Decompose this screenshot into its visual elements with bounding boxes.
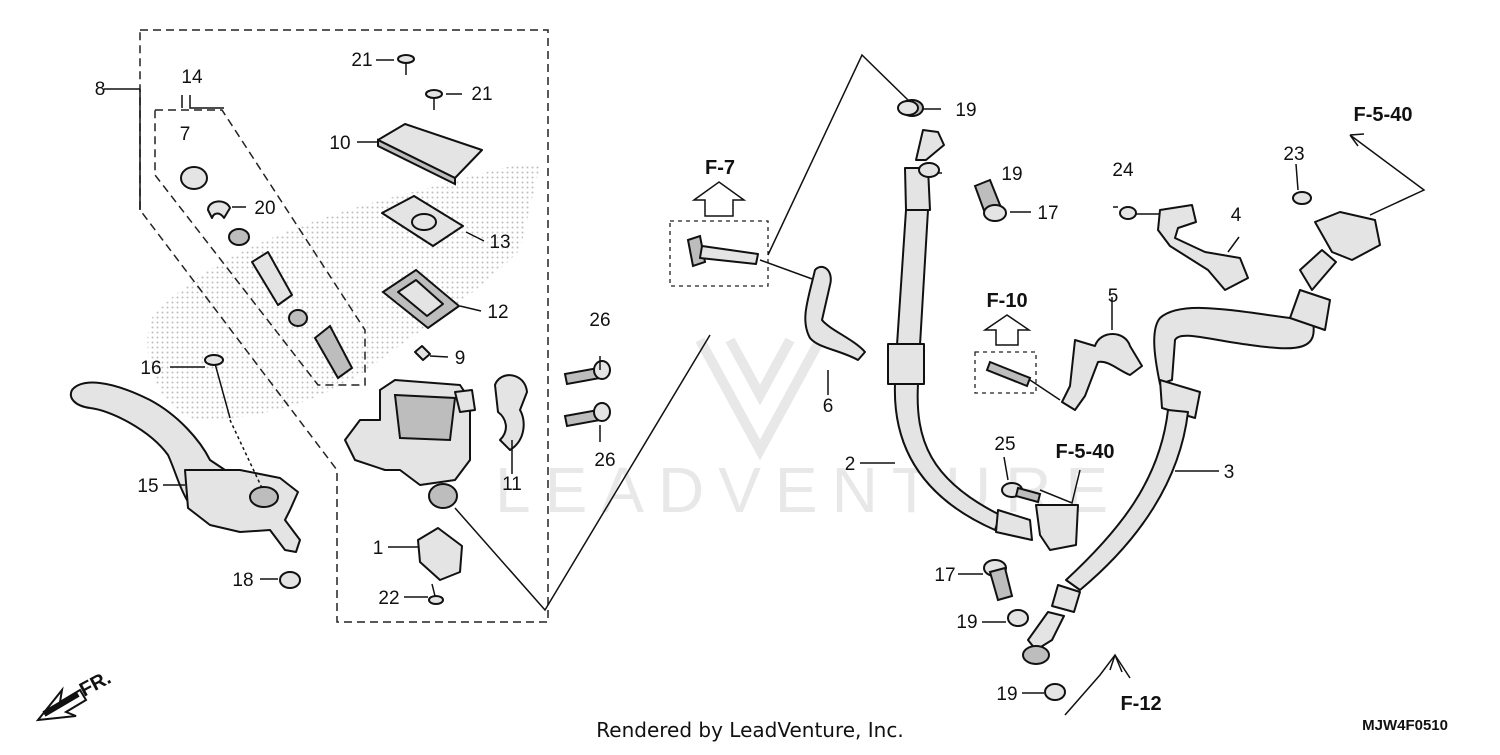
- label-21a: 21: [351, 50, 372, 71]
- ref-f7: F-7: [705, 157, 735, 179]
- ref-f540-mid: F-5-40: [1056, 441, 1115, 463]
- switch-1: [417, 527, 463, 581]
- screw-21a: [397, 54, 415, 75]
- bolt-17a: [973, 178, 1007, 222]
- label-26a: 26: [589, 310, 610, 331]
- label-12: 12: [487, 302, 508, 323]
- leader-8: [104, 88, 183, 210]
- diagram-code: MJW4F0510: [1362, 717, 1448, 734]
- label-21b: 21: [471, 84, 492, 105]
- f10-box: [974, 351, 1037, 394]
- nut-18: [279, 571, 301, 589]
- spring: [313, 324, 354, 380]
- label-19b: 19: [1001, 164, 1022, 185]
- label-15: 15: [137, 476, 158, 497]
- ref-f12: F-12: [1120, 693, 1161, 715]
- f10-arrow: [982, 314, 1032, 346]
- label-10: 10: [329, 133, 350, 154]
- label-25: 25: [994, 434, 1015, 455]
- label-17b: 17: [934, 565, 955, 586]
- label-4: 4: [1231, 205, 1242, 226]
- f7-box: [669, 220, 769, 287]
- bolt-25: [1001, 482, 1042, 504]
- subassembly-outline-14: [154, 109, 366, 386]
- brake-lever-15: [70, 381, 301, 553]
- washer-19b: [918, 162, 940, 178]
- label-1: 1: [373, 538, 384, 559]
- washer-19d: [1044, 683, 1066, 701]
- clip-20: [207, 200, 231, 219]
- bolt-24: [1119, 206, 1160, 220]
- bracket-6: [804, 265, 866, 361]
- f7-arrow: [691, 181, 747, 217]
- label-23: 23: [1283, 144, 1304, 165]
- label-24: 24: [1112, 160, 1134, 181]
- assembly-outline-8: [139, 29, 549, 623]
- piston: [251, 251, 293, 306]
- pin-9: [414, 345, 431, 361]
- label-7: 7: [180, 124, 191, 145]
- washer-19c: [1007, 609, 1029, 627]
- label-2: 2: [845, 454, 856, 475]
- bracket-5: [1061, 333, 1143, 411]
- footer-credit: Rendered by LeadVenture, Inc.: [596, 718, 903, 742]
- pivot-bolt-16: [213, 359, 231, 419]
- label-19d: 19: [996, 684, 1017, 705]
- bolt-26b: [563, 402, 611, 428]
- label-9: 9: [455, 348, 466, 369]
- seal-ring: [228, 228, 250, 246]
- master-cylinder-body: [344, 379, 476, 509]
- brake-hose-2: [887, 99, 1079, 551]
- screw-21b: [425, 89, 443, 110]
- label-13: 13: [489, 232, 510, 253]
- label-6: 6: [823, 396, 834, 417]
- shading-dots: [147, 164, 540, 420]
- watermark-logo: [695, 337, 825, 461]
- label-18: 18: [232, 570, 253, 591]
- bolt-in-f10: [985, 360, 1032, 388]
- f540-top-leader: [1349, 133, 1426, 216]
- label-16: 16: [140, 358, 161, 379]
- front-direction-arrow-icon: [35, 686, 88, 722]
- f12-leader: [1064, 653, 1131, 716]
- bolt-in-f7: [686, 234, 759, 268]
- label-20: 20: [254, 198, 275, 219]
- label-17a: 17: [1037, 203, 1058, 224]
- brake-hose-3: [1022, 249, 1337, 665]
- washer-19a: [897, 100, 919, 116]
- ref-f10: F-10: [986, 290, 1027, 312]
- f540-mid-leader: [1039, 469, 1081, 505]
- joint-23: [1292, 191, 1381, 261]
- label-8: 8: [95, 79, 106, 100]
- bracket-4: [1157, 204, 1249, 291]
- boot-7: [180, 166, 208, 190]
- label-22: 22: [378, 588, 399, 609]
- label-3: 3: [1224, 462, 1235, 483]
- callout-leaders: [163, 59, 1299, 694]
- label-19c: 19: [956, 612, 977, 633]
- bolt-26a: [563, 360, 611, 386]
- clamp-11: [494, 374, 528, 451]
- label-14: 14: [181, 67, 203, 88]
- label-19a: 19: [955, 100, 976, 121]
- bolt-17b: [983, 559, 1014, 602]
- ref-f540-top: F-5-40: [1354, 104, 1413, 126]
- cup-seal: [288, 309, 308, 327]
- label-11: 11: [502, 474, 522, 495]
- label-26b: 26: [594, 450, 615, 471]
- label-5: 5: [1108, 286, 1119, 307]
- hose-leader-lines: [454, 53, 909, 612]
